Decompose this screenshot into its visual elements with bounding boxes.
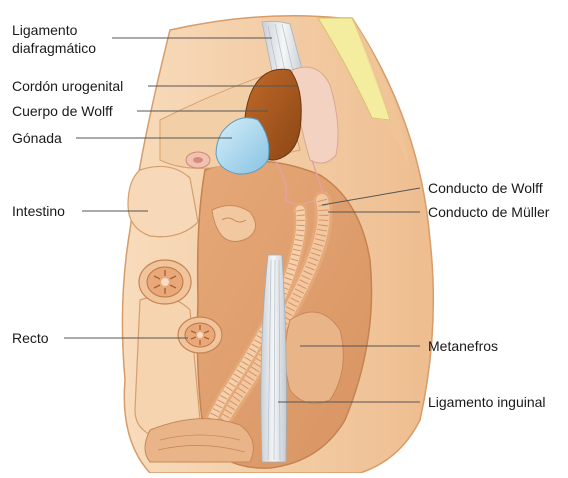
metanephros (285, 312, 343, 403)
label-cordon-urogenital: Cordón urogenital (12, 78, 123, 95)
label-cuerpo-de-wolff: Cuerpo de Wolff (12, 103, 113, 120)
label-metanefros: Metanefros (428, 338, 498, 355)
label-ligamento-inguinal: Ligamento inguinal (428, 394, 546, 411)
rectum-tube (135, 297, 200, 439)
label-recto: Recto (12, 330, 49, 347)
label-intestino: Intestino (12, 203, 65, 220)
rectum-cross-section (178, 317, 222, 353)
intestine-cross-section (139, 260, 191, 304)
label-conducto-de-muller: Conducto de Müller (428, 204, 549, 221)
label-ligamento-diafragmatico-line1: Ligamento (12, 22, 77, 39)
intestine (128, 166, 198, 236)
label-gonada: Gónada (12, 130, 62, 147)
label-conducto-de-wolff: Conducto de Wolff (428, 180, 543, 197)
label-ligamento-diafragmatico-line2: diafragmático (12, 40, 96, 57)
